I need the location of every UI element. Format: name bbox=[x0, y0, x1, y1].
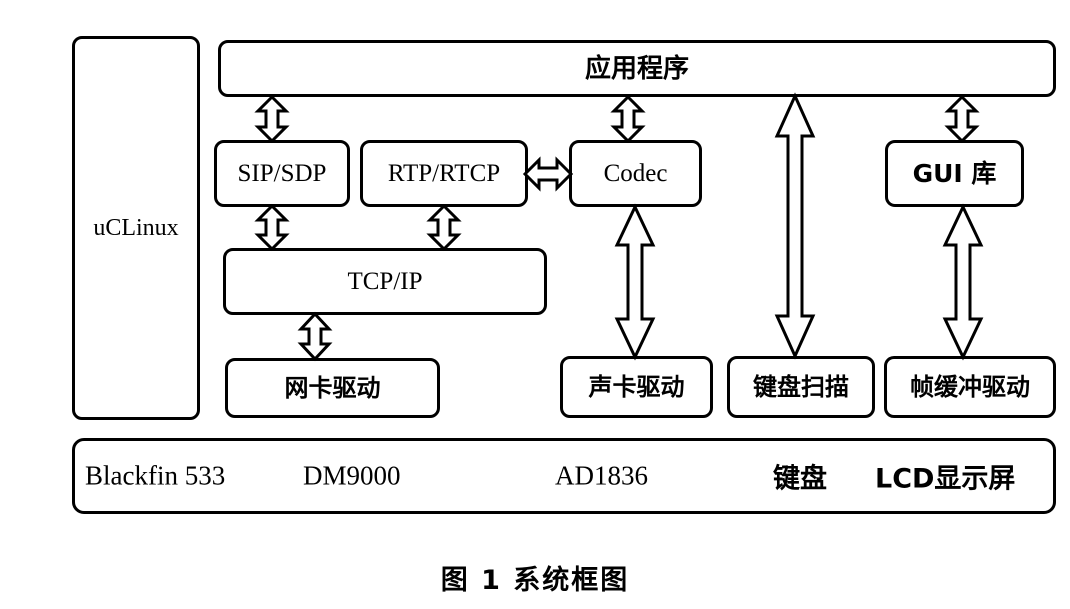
connector-tcp-ip-to-nic-driver bbox=[295, 311, 335, 362]
connector-app-to-codec bbox=[608, 94, 648, 144]
hardware-item-blackfin-533: Blackfin 533 bbox=[85, 460, 226, 491]
hardware-item-ad1836: AD1836 bbox=[555, 460, 648, 491]
block-sip-sdp[interactable]: SIP/SDP bbox=[214, 140, 350, 207]
block-tcp-ip[interactable]: TCP/IP bbox=[223, 248, 547, 315]
block-label-sound-card-driver: 声卡驱动 bbox=[588, 373, 685, 401]
block-label-keyboard-scan: 键盘扫描 bbox=[753, 373, 849, 401]
block-nic-driver[interactable]: 网卡驱动 bbox=[225, 358, 440, 418]
block-gui-library[interactable]: GUI 库 bbox=[885, 140, 1024, 207]
hardware-item-lcd-display: LCD显示屏 bbox=[875, 463, 1016, 495]
hardware-item-dm9000: DM9000 bbox=[303, 460, 401, 491]
connector-app-to-gui-library bbox=[942, 94, 982, 144]
connector-app-to-sip-sdp bbox=[252, 94, 292, 144]
connector-codec-to-sound-card-driver bbox=[613, 203, 657, 361]
block-codec[interactable]: Codec bbox=[569, 140, 702, 207]
hardware-item-keyboard: 键盘 bbox=[773, 463, 827, 495]
block-label-nic-driver: 网卡驱动 bbox=[284, 374, 381, 402]
block-uclinux[interactable]: uCLinux bbox=[72, 36, 200, 420]
block-label-uclinux: uCLinux bbox=[93, 215, 179, 241]
block-label-tcp-ip: TCP/IP bbox=[347, 268, 423, 295]
block-label-rtp-rtcp: RTP/RTCP bbox=[387, 160, 501, 187]
block-sound-card-driver[interactable]: 声卡驱动 bbox=[560, 356, 713, 418]
block-hardware-bar[interactable]: Blackfin 533 DM9000 AD1836 键盘 LCD显示屏 bbox=[72, 438, 1056, 514]
block-label-sip-sdp: SIP/SDP bbox=[237, 160, 327, 187]
block-label-codec: Codec bbox=[603, 160, 668, 187]
figure-caption-text: 图 1 系统框图 bbox=[440, 565, 630, 596]
block-label-gui-library: GUI 库 bbox=[912, 159, 997, 188]
block-application[interactable]: 应用程序 bbox=[218, 40, 1056, 97]
block-rtp-rtcp[interactable]: RTP/RTCP bbox=[360, 140, 528, 207]
connector-app-to-keyboard-scan bbox=[773, 92, 817, 360]
connector-rtp-rtcp-to-codec bbox=[522, 152, 574, 196]
block-label-application: 应用程序 bbox=[584, 53, 689, 84]
figure-caption: 图 1 系统框图 bbox=[0, 558, 1070, 597]
connector-gui-library-to-framebuffer-driver bbox=[941, 203, 985, 361]
block-framebuffer-driver[interactable]: 帧缓冲驱动 bbox=[884, 356, 1056, 418]
connector-sip-sdp-to-tcp-ip bbox=[252, 203, 292, 252]
block-label-framebuffer-driver: 帧缓冲驱动 bbox=[910, 373, 1030, 401]
connector-rtp-rtcp-to-tcp-ip bbox=[424, 203, 464, 252]
block-keyboard-scan[interactable]: 键盘扫描 bbox=[727, 356, 875, 418]
